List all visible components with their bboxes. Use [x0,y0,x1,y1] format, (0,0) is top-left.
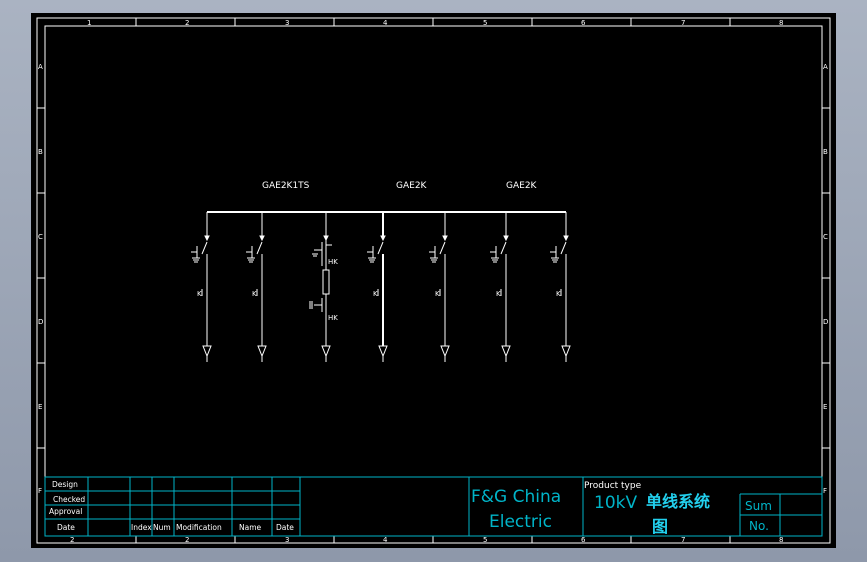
col-label-modification: Modification [176,523,222,532]
drawing-title-main: 单线系统 [646,492,710,511]
disconnector-arrow [442,235,448,242]
column-number-bottom: 4 [383,536,388,544]
breaker-blade [377,241,384,255]
cable-termination [561,345,571,358]
current-transformer-label: K [197,290,202,298]
breaker-blade [560,241,567,255]
col-label-name: Name [239,523,262,532]
feeder-4: K [367,212,388,362]
disconnector-arrow [503,235,509,242]
row-label-date: Date [57,523,75,532]
title-block-text: Design Checked Approval Date Index Num M… [49,480,772,536]
column-number-top: 2 [185,19,189,27]
row-letter-left: E [38,403,42,411]
breaker-blade [256,241,263,255]
disconnector-arrow [259,235,265,242]
current-transformer-label: K [556,290,561,298]
feeder-3: HK HK [309,212,338,362]
current-transformer-label: K [435,290,440,298]
cable-termination [257,345,267,358]
cabinet-labels: GAE2K1TS GAE2K GAE2K [262,181,538,191]
column-number-top: 6 [581,19,586,27]
row-letter-right: F [823,487,827,495]
cable-termination [440,345,450,358]
row-letter-right: C [823,233,828,241]
row-letter-left: C [38,233,43,241]
cable-termination [501,345,511,358]
row-letter-left: F [38,487,42,495]
column-number-bottom: 2 [70,536,74,544]
current-transformer-label: K [252,290,257,298]
single-line-diagram: K K HK HK K K K K [191,211,571,362]
column-number-top: 4 [383,19,388,27]
column-number-bottom: 6 [581,536,586,544]
sum-label: Sum [745,499,772,513]
cable-termination [202,345,212,358]
current-transformer-label: K [496,290,501,298]
row-letter-left: B [38,148,43,156]
title-block [44,476,823,537]
cabinet-label-3: GAE2K [506,181,538,191]
cabinet-label-2: GAE2K [396,181,428,191]
product-type-label: Product type [584,481,642,491]
column-number-top: 7 [681,19,685,27]
feeder-1: K [191,212,212,362]
drawing-title-voltage: 10kV [594,493,637,513]
row-letter-left: D [38,318,43,326]
cabinet-label-1: GAE2K1TS [262,181,310,191]
breaker-blade [439,241,446,255]
disconnector-arrow [323,235,329,242]
cable-termination [378,345,388,358]
company-name-line2: Electric [489,512,552,532]
column-number-top: 1 [87,19,91,27]
disconnector-arrow [204,235,210,242]
drawing-sheet [31,13,836,548]
fuse-label-bottom: HK [328,314,338,322]
breaker-blade [500,241,507,255]
column-number-bottom: 2 [185,536,189,544]
row-label-approval: Approval [49,507,82,516]
cable-termination [321,345,331,358]
row-letter-left: A [38,63,43,71]
company-name-line1: F&G China [471,487,561,507]
column-number-bottom: 7 [681,536,685,544]
row-label-checked: Checked [53,495,85,504]
drawing-title-end: 图 [652,517,668,536]
current-transformer-label: K [373,290,378,298]
column-number-bottom: 5 [483,536,487,544]
column-number-top: 5 [483,19,487,27]
row-letter-right: E [823,403,827,411]
row-letter-right: D [823,318,828,326]
no-label: No. [749,519,769,533]
feeder-6: K [490,212,511,362]
col-label-index: Index [131,523,152,532]
disconnector-arrow [380,235,386,242]
feeder-5: K [429,212,450,362]
breaker-blade [201,241,208,255]
disconnector-arrow [563,235,569,242]
feeder-2: K [246,212,267,362]
fuse-label-top: HK [328,258,338,266]
row-letter-right: B [823,148,828,156]
row-letter-right: A [823,63,828,71]
feeder-7: K [550,212,571,362]
column-number-bottom: 8 [779,536,783,544]
column-number-top: 3 [285,19,289,27]
col-label-date: Date [276,523,294,532]
col-label-num: Num [153,523,171,532]
column-number-bottom: 3 [285,536,289,544]
column-number-top: 8 [779,19,783,27]
row-label-design: Design [52,480,78,489]
